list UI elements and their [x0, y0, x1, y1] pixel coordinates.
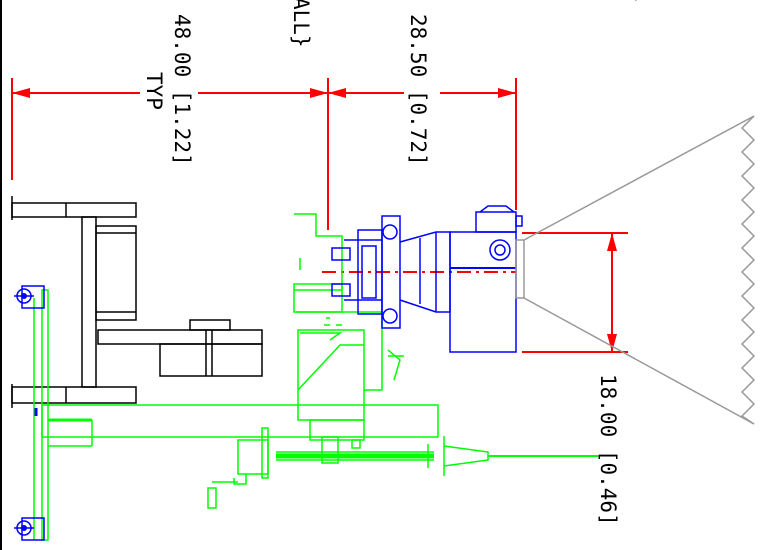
dim-spacing-label: 48.00 [1.22] — [170, 14, 194, 166]
support-frame — [11, 196, 263, 408]
dimension-lines — [11, 78, 628, 353]
partial-text-top: ALL} — [289, 0, 313, 48]
dim-spacing-typ-label: TYP — [142, 72, 166, 110]
mounting-fixture — [33, 213, 598, 541]
dim-offset-label: 28.50 [0.72] — [406, 14, 430, 166]
caster-wheel-top — [14, 285, 45, 309]
caster-wheel-bottom — [14, 517, 45, 541]
partial-text-top-right: } — [624, 0, 648, 3]
dim-width-label: 18.00 [0.46] — [596, 374, 620, 526]
beam-cone — [515, 115, 756, 425]
dimension-arrowheads — [12, 88, 617, 352]
